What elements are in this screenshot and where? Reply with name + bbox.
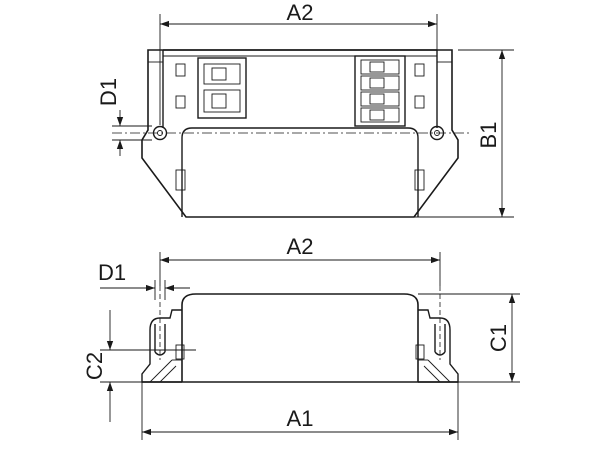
dim-label-c2: C2 [82, 352, 107, 380]
dim-label-top-a2: A2 [287, 0, 314, 25]
top-view [112, 49, 470, 218]
dim-label-side-d1: D1 [98, 260, 126, 285]
side-view-housing [181, 293, 419, 382]
dim-label-b1: B1 [476, 122, 501, 149]
dim-label-c1: C1 [486, 324, 511, 352]
right-terminal-block [354, 55, 406, 127]
top-view-dimensions: A2 D1 B1 [96, 0, 514, 218]
top-view-housing [141, 49, 459, 218]
dim-label-side-a2: A2 [287, 234, 314, 259]
left-terminal-block [197, 57, 247, 119]
side-view-dimensions: A2 D1 C2 C1 A1 [82, 234, 520, 440]
dim-label-top-d1: D1 [96, 78, 121, 106]
side-view [141, 286, 459, 383]
dim-label-a1: A1 [287, 406, 314, 431]
